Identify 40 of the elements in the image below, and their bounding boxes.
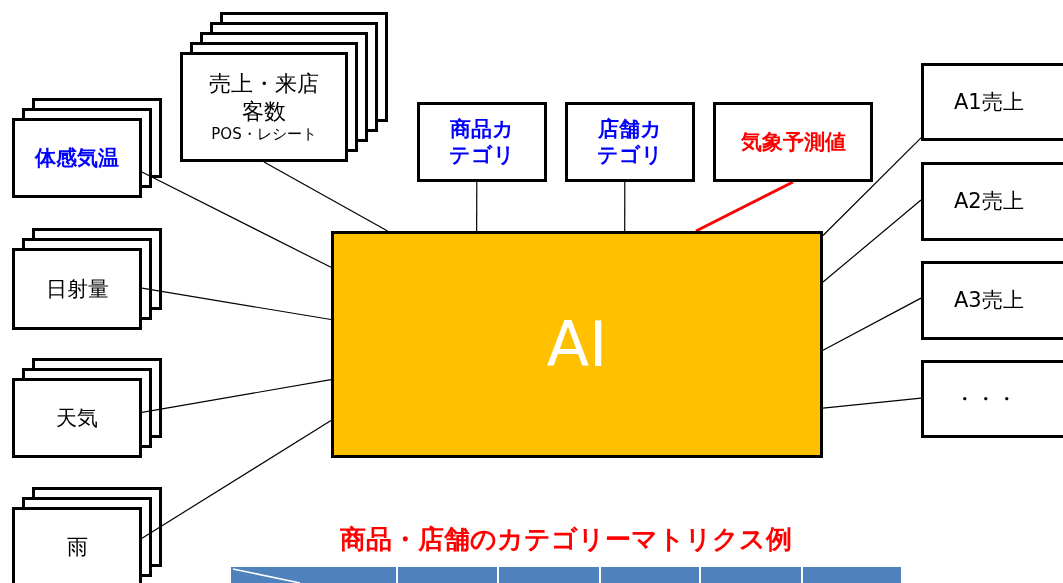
node-label: 店舗カテゴリ [596,115,664,169]
connector-line [822,297,922,351]
connector-line [141,419,332,539]
connector-line [822,137,922,237]
connector-line [263,161,389,232]
table-title: 商品・店舗のカテゴリーマトリクス例 [339,523,793,556]
data-card [180,52,348,162]
connector-line [141,287,332,321]
connector-line [476,181,478,232]
node-label: 日射量 [45,275,109,303]
node-label: A1売上 [954,88,1024,116]
output-box [921,261,1063,340]
category-box [565,102,695,182]
data-card [12,118,142,198]
connector-line [141,171,332,268]
node-label: 雨 [66,533,88,561]
ai-box [331,231,823,458]
node-label: 天気 [56,404,98,432]
connector-line [624,181,626,232]
node-label: 商品カテゴリ [448,115,516,169]
data-card [12,378,142,458]
node-label: 体感気温 [35,144,119,172]
connector-line [822,397,922,409]
node-sublabel: POS・レシート [211,125,317,144]
node-label: 気象予測値 [740,128,846,156]
node-label: A2売上 [954,188,1024,215]
node-label: 売上・来店客数 [208,70,320,126]
output-box [921,63,1063,141]
node-label: A3売上 [954,287,1024,314]
node-label: AI [546,306,608,383]
category-box [417,102,547,182]
forecast-box [713,102,873,182]
node-label: ・・・ [954,385,1017,413]
output-box [921,360,1063,438]
connector-line [822,199,922,283]
data-card [12,507,142,583]
output-box [921,162,1063,241]
connector-line [695,180,794,233]
connector-line [141,379,332,413]
data-card [12,248,142,330]
